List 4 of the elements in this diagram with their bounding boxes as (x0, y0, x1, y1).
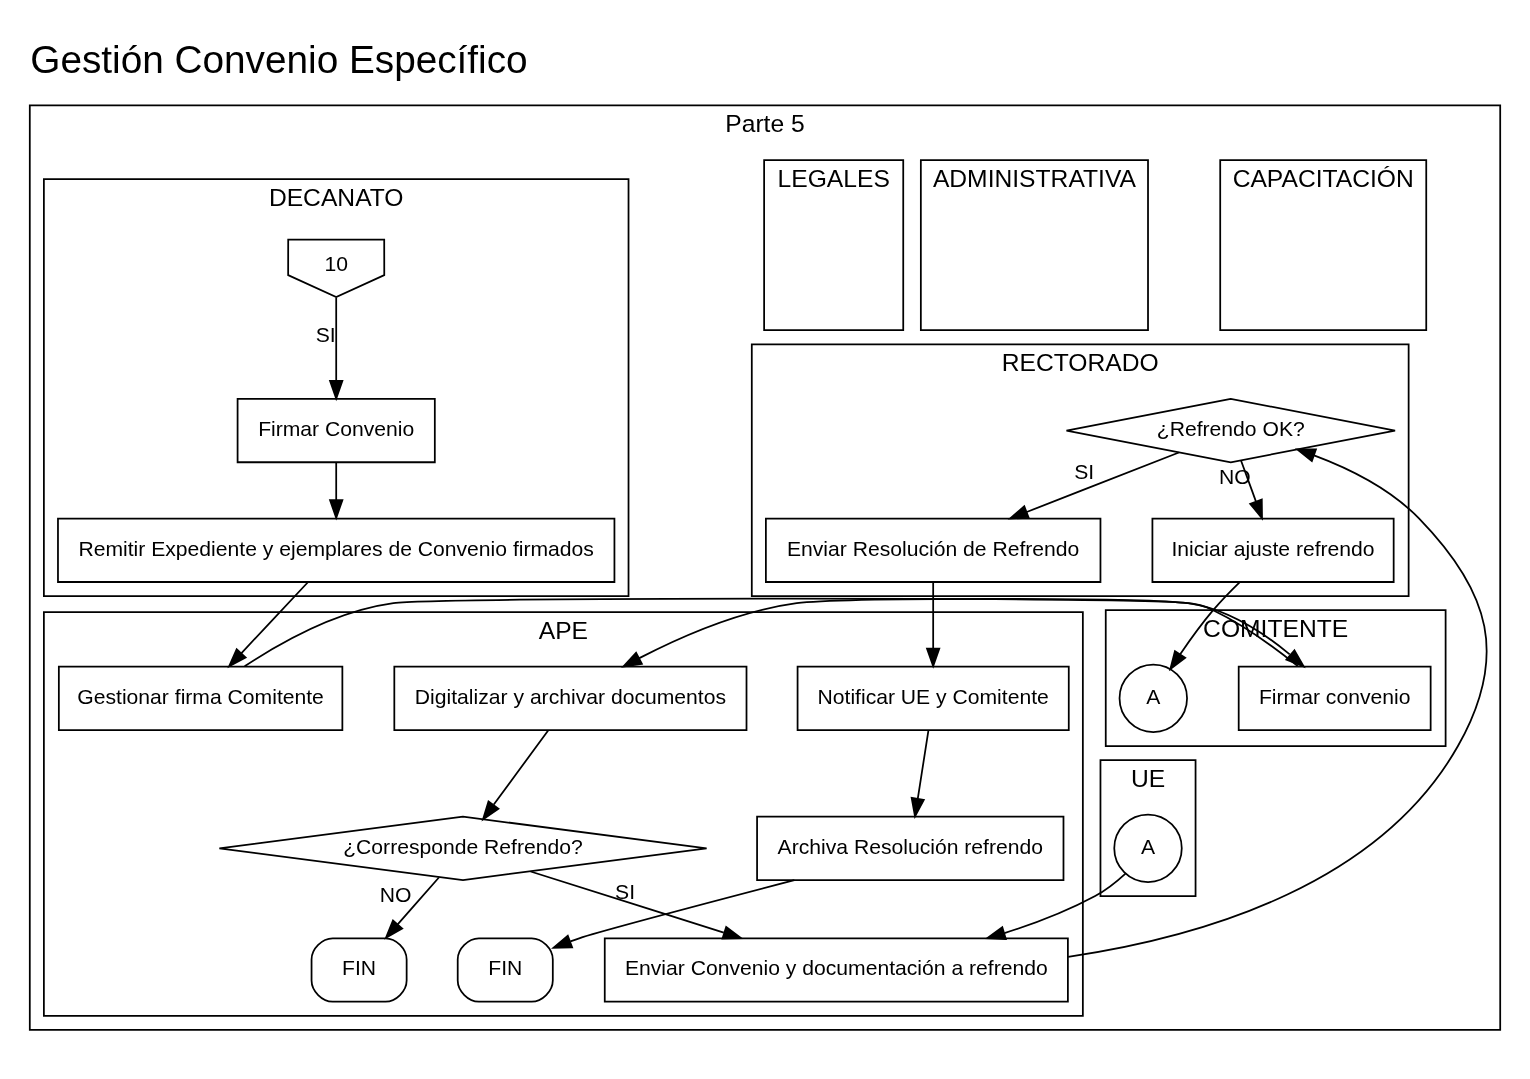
edge-label: NO (379, 882, 412, 906)
edge-label: SI (315, 322, 336, 346)
edge-label: SI (615, 879, 636, 903)
diagram-title: Gestión Convenio Específico (30, 38, 528, 82)
